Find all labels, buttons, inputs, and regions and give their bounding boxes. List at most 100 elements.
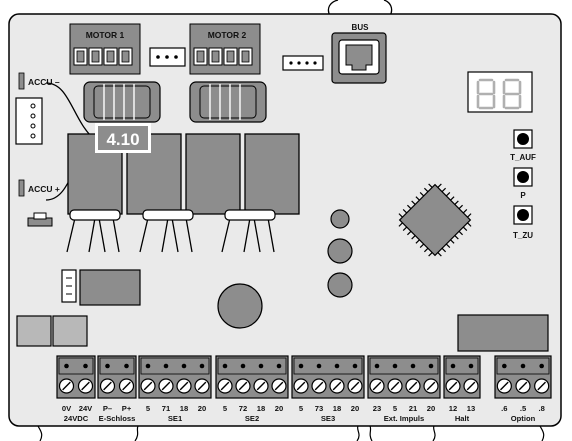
terminal-pin-label: 21 <box>409 404 418 413</box>
terminal-screw <box>329 378 345 394</box>
seven-segment-display <box>467 71 533 113</box>
motor2-connector: MOTOR 2 <box>189 23 261 75</box>
terminal-group-label: 24VDC <box>64 414 89 423</box>
terminal-dot <box>240 363 246 369</box>
terminal-pin-label: P– <box>103 404 112 413</box>
terminal-dot <box>410 363 416 369</box>
terminal-pin-label: 23 <box>373 404 381 413</box>
terminal-screw <box>99 378 116 394</box>
motor1-label: MOTOR 1 <box>86 30 125 40</box>
terminal-dot <box>428 363 434 369</box>
accu-minus-label: ACCU – <box>28 77 60 87</box>
terminal-dot <box>258 363 264 369</box>
fuse-holder <box>27 212 53 227</box>
terminal-dot <box>520 363 526 369</box>
terminal-pin-label: 71 <box>162 404 171 413</box>
side-connector <box>61 269 141 306</box>
terminal-group-label: Halt <box>455 414 470 423</box>
terminal-screw <box>140 378 156 394</box>
terminal-screw <box>293 378 309 394</box>
terminal-pin-label: P+ <box>122 404 132 413</box>
accu-minus-marker: ACCU – <box>18 72 60 90</box>
accu-plus-label: ACCU + <box>28 184 60 194</box>
terminal-screw <box>217 378 233 394</box>
terminal-dot <box>199 363 205 369</box>
terminal-dot <box>163 363 169 369</box>
terminal-screw <box>271 378 287 394</box>
terminal-dot <box>392 363 398 369</box>
terminal-screw <box>496 378 512 394</box>
bus-label: BUS <box>352 23 370 32</box>
terminal-pin-label: 18 <box>257 404 265 413</box>
motor1-connector: MOTOR 1 <box>69 23 141 75</box>
terminal-block-e-schloss: P–P+E-Schloss <box>97 355 137 423</box>
terminal-screw <box>253 378 269 394</box>
terminal-screw <box>77 378 94 394</box>
terminal-pin-label: 5 <box>223 404 228 413</box>
bus-connector: BUS <box>331 23 387 84</box>
terminal-dot <box>374 363 380 369</box>
terminal-pin-label: 20 <box>351 404 359 413</box>
accu-plus-marker: ACCU + <box>18 179 60 197</box>
terminal-screw <box>423 378 439 394</box>
motor2-label: MOTOR 2 <box>208 30 247 40</box>
terminal-pin-label: 20 <box>427 404 435 413</box>
header-4pin <box>282 55 324 71</box>
terminal-dot <box>145 363 151 369</box>
terminal-dot <box>316 363 322 369</box>
terminal-pin-label: 18 <box>180 404 188 413</box>
callout-label: 4.10 <box>106 130 139 149</box>
terminal-group-label: SE3 <box>321 414 335 423</box>
terminal-screw <box>347 378 363 394</box>
callout-4-10: 4.10 <box>95 123 151 153</box>
button-p[interactable]: P <box>513 167 533 200</box>
terminal-screw <box>235 378 251 394</box>
round-components <box>217 209 353 329</box>
terminal-pin-label: 24V <box>79 404 93 413</box>
terminal-pin-label: 73 <box>315 404 323 413</box>
terminal-screw <box>118 378 135 394</box>
terminal-dot <box>352 363 358 369</box>
t-zu-label: T_ZU <box>513 231 533 240</box>
terminal-dot <box>181 363 187 369</box>
terminal-pin-label: 20 <box>275 404 283 413</box>
terminal-dot <box>276 363 282 369</box>
terminal-screw <box>194 378 210 394</box>
terminal-screw <box>534 378 550 394</box>
terminal-dot <box>502 363 507 369</box>
terminal-dot <box>222 363 228 369</box>
terminal-pin-label: 20 <box>198 404 206 413</box>
t-auf-label: T_AUF <box>510 153 536 162</box>
microcontroller-chip <box>398 183 472 257</box>
terminal-pin-label: 72 <box>239 404 247 413</box>
terminal-group-label: Option <box>511 414 536 423</box>
terminal-screw <box>463 378 479 394</box>
inductor-right <box>189 81 267 123</box>
terminal-pin-label: 5 <box>393 404 398 413</box>
terminal-dot <box>64 363 69 369</box>
terminal-group-label: SE1 <box>168 414 183 423</box>
button-t-auf[interactable]: T_AUF <box>510 129 536 162</box>
terminal-pin-label: 18 <box>333 404 341 413</box>
terminal-dot <box>539 363 544 369</box>
terminal-dot <box>298 363 304 369</box>
terminal-pin-label: .8 <box>538 404 544 413</box>
terminal-pin-label: 13 <box>467 404 475 413</box>
terminal-dot <box>124 363 129 369</box>
terminal-screw <box>58 378 75 394</box>
p-label: P <box>520 191 526 200</box>
terminal-screw <box>369 378 385 394</box>
terminal-screw <box>176 378 192 394</box>
terminal-pin-label: .5 <box>520 404 527 413</box>
button-t-zu[interactable]: T_ZU <box>513 205 533 240</box>
terminal-dot <box>83 363 88 369</box>
relays <box>67 133 300 215</box>
